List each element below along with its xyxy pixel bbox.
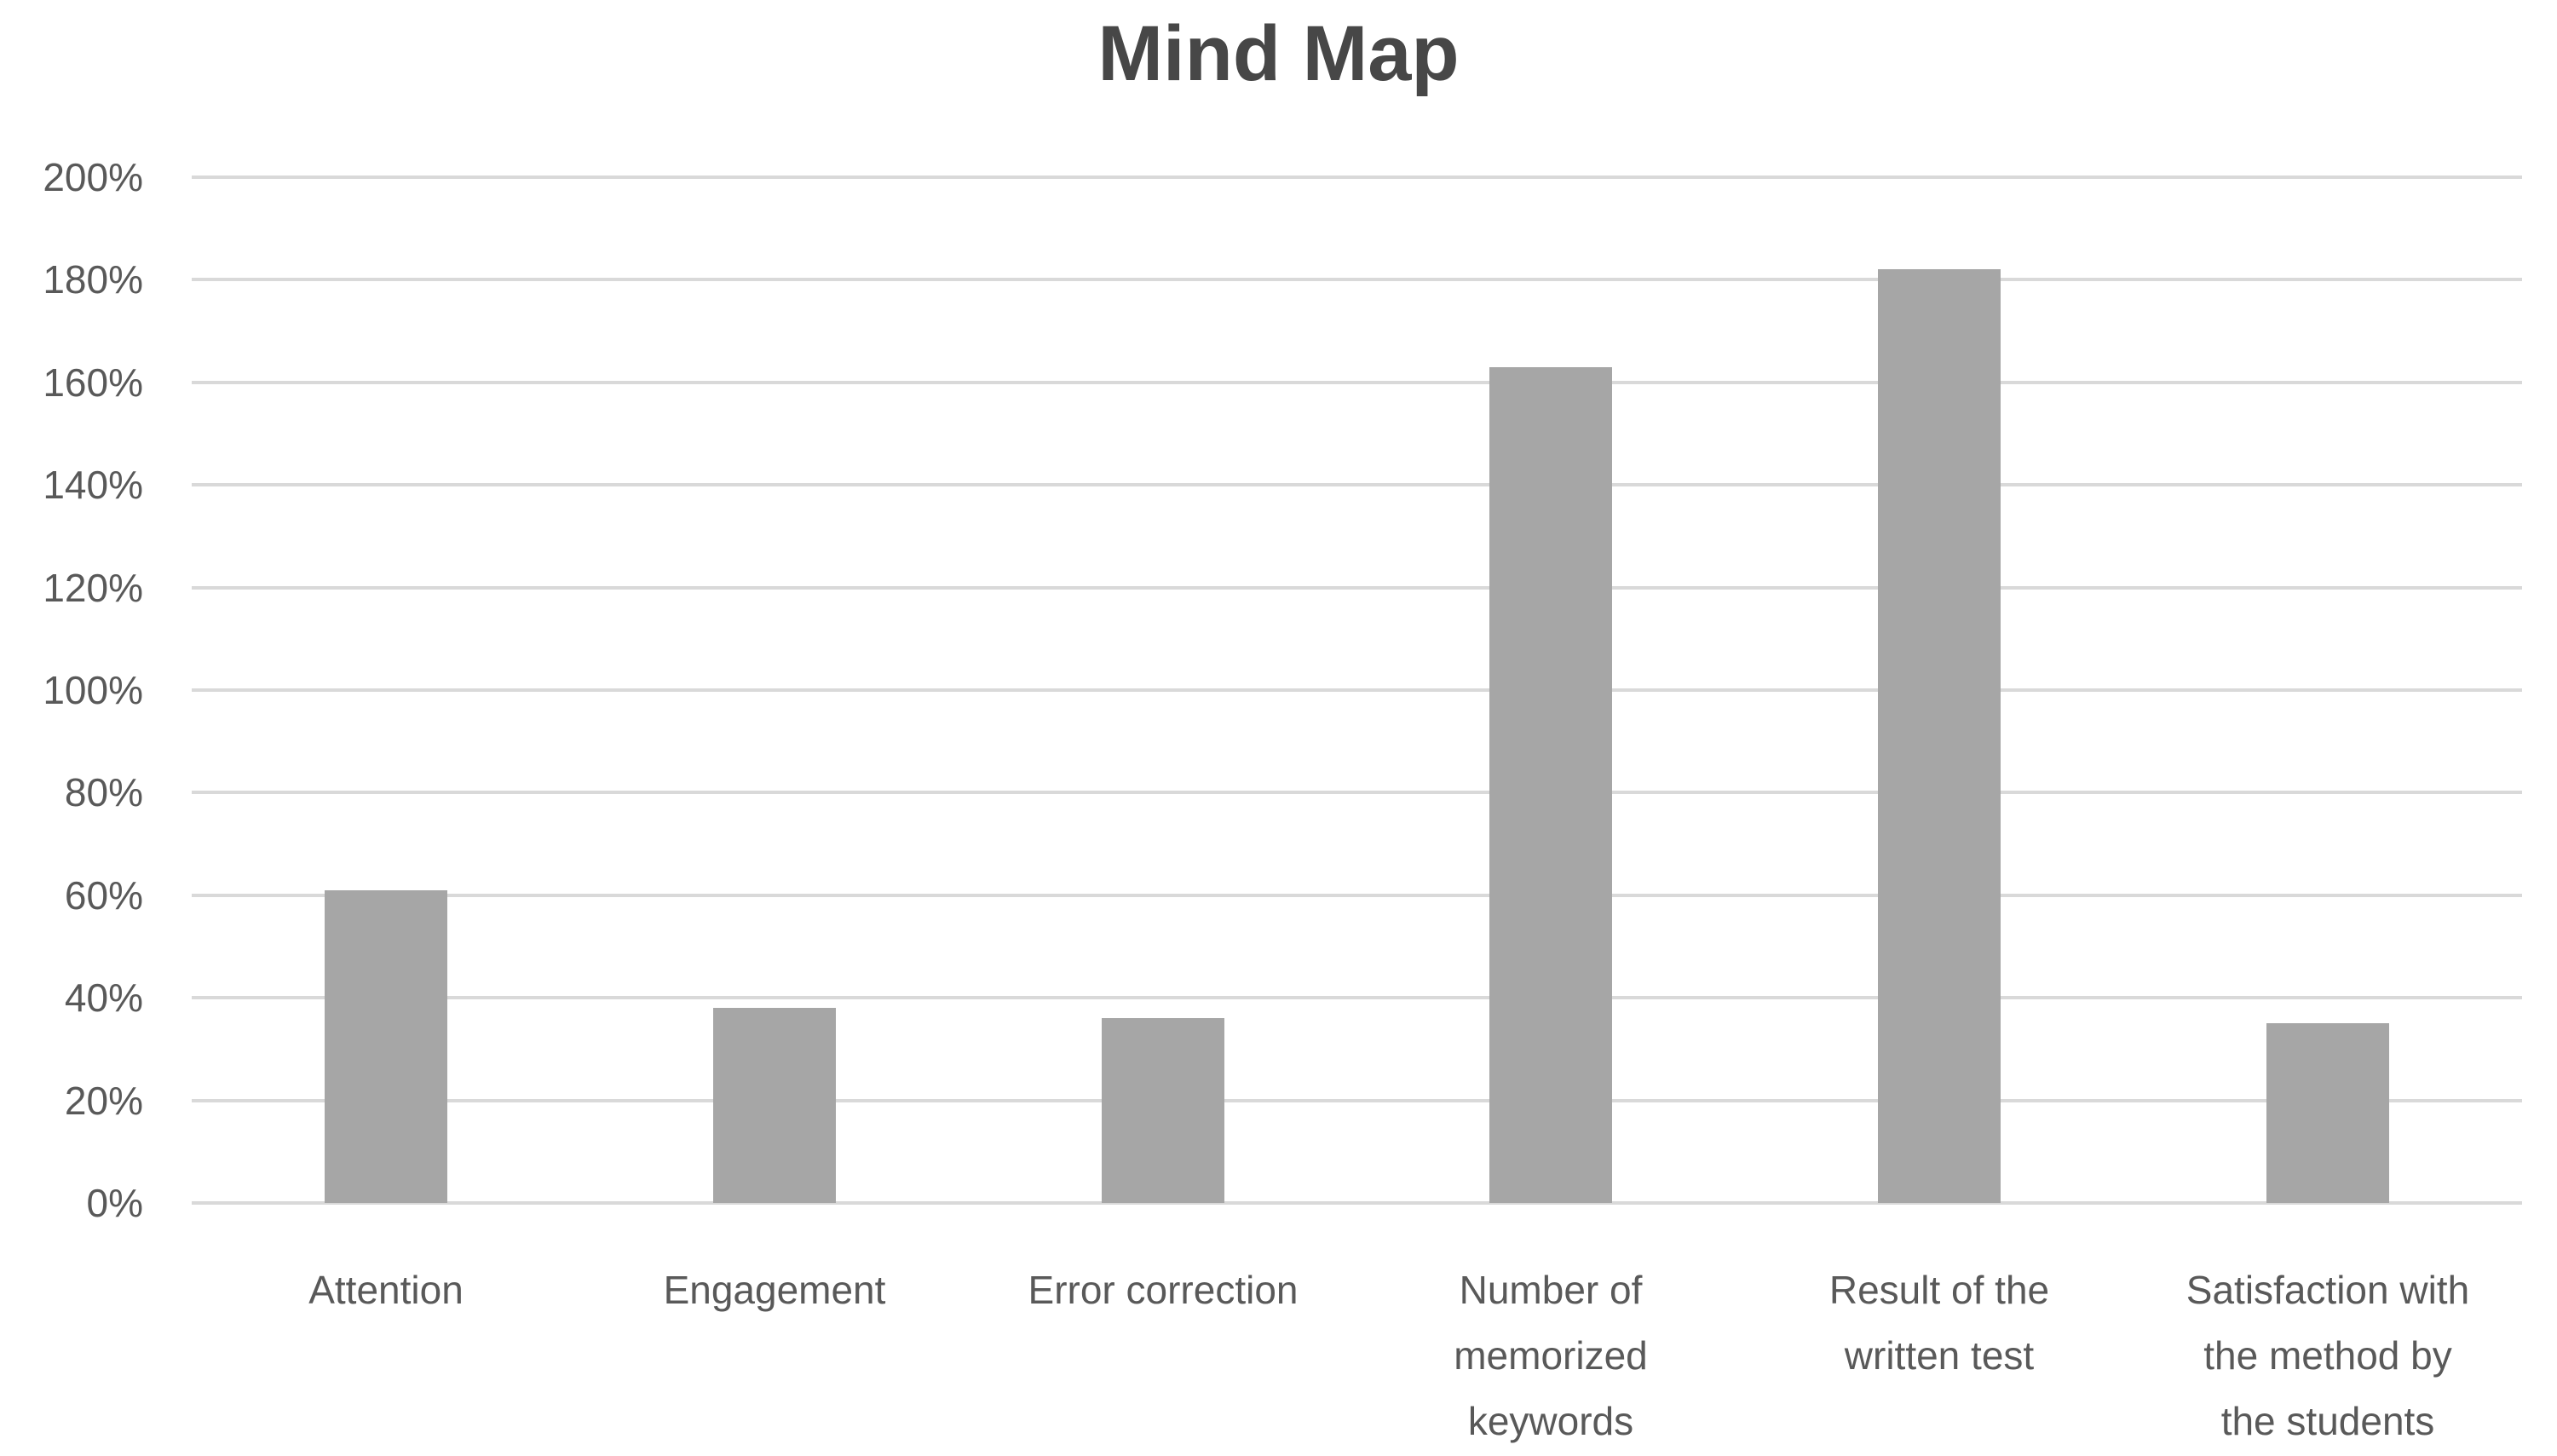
y-tick-label: 0% [86, 1181, 143, 1225]
gridline [192, 278, 2522, 282]
bar [1102, 1018, 1224, 1203]
bar [1489, 367, 1612, 1203]
gridline [192, 893, 2522, 897]
y-tick-label: 60% [64, 872, 143, 918]
gridline [192, 1098, 2522, 1102]
gridline [192, 996, 2522, 1000]
gridline [192, 585, 2522, 590]
x-tick-label: Number of memorized keywords [1454, 1268, 1648, 1443]
gridline [192, 791, 2522, 795]
y-tick-label: 120% [43, 565, 143, 610]
bar [2266, 1023, 2389, 1203]
y-tick-label: 160% [43, 360, 143, 405]
y-tick-label: 180% [43, 257, 143, 302]
bar [1878, 269, 2001, 1203]
gridline [192, 380, 2522, 384]
gridline [192, 483, 2522, 487]
bar [325, 890, 447, 1203]
x-tick-label: Error correction [1028, 1268, 1299, 1312]
y-tick-label: 20% [64, 1078, 143, 1123]
x-tick-label: Result of the written test [1828, 1268, 2050, 1378]
y-tick-label: 200% [43, 155, 143, 199]
x-tick-label: Engagement [663, 1268, 886, 1312]
gridline [192, 1201, 2522, 1205]
x-tick-label: Satisfaction with the method by the stud… [2186, 1268, 2470, 1443]
gridline [192, 176, 2522, 179]
bar [713, 1008, 836, 1203]
y-tick-label: 100% [43, 668, 143, 712]
y-tick-label: 80% [64, 770, 143, 815]
y-tick-label: 140% [43, 463, 143, 508]
chart-title: Mind Map [1097, 10, 1460, 97]
y-tick-label: 40% [64, 975, 143, 1021]
gridline [192, 688, 2522, 692]
x-tick-label: Attention [308, 1268, 464, 1312]
